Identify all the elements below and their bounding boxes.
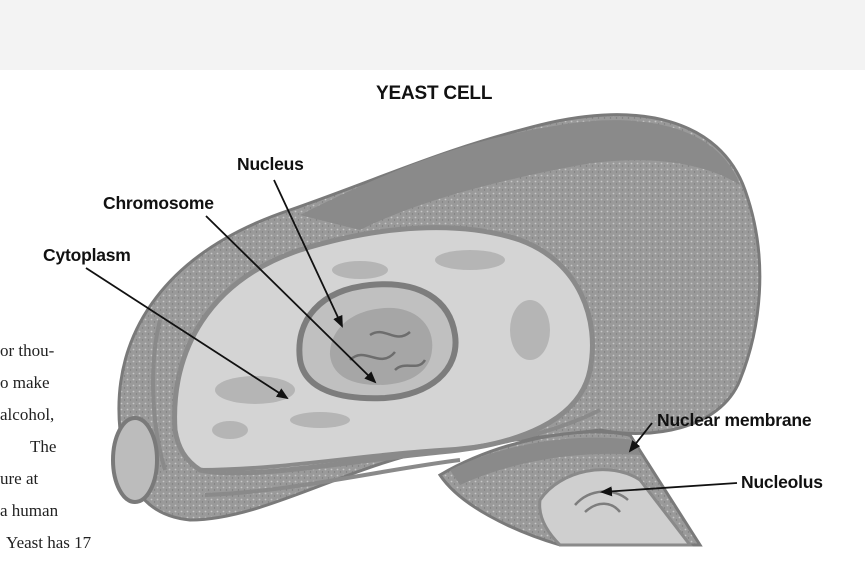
- body-text-line: ure at: [0, 469, 38, 489]
- body-text-line: or thou-: [0, 341, 54, 361]
- background-texture: [0, 0, 865, 70]
- label-nucleolus: Nucleolus: [741, 472, 823, 493]
- label-cytoplasm: Cytoplasm: [43, 245, 131, 266]
- label-nucleus: Nucleus: [237, 154, 304, 175]
- body-text-line: a human: [0, 501, 58, 521]
- diagram-title: YEAST CELL: [376, 83, 492, 105]
- body-text-line: alcohol,: [0, 405, 54, 425]
- body-text-line: o make: [0, 373, 50, 393]
- body-text-line: The: [30, 437, 56, 457]
- label-nuclear-membrane: Nuclear membrane: [657, 410, 811, 431]
- cell-side-knob: [113, 418, 157, 502]
- body-text-line: Yeast has 17: [6, 533, 91, 553]
- label-chromosome: Chromosome: [103, 193, 214, 214]
